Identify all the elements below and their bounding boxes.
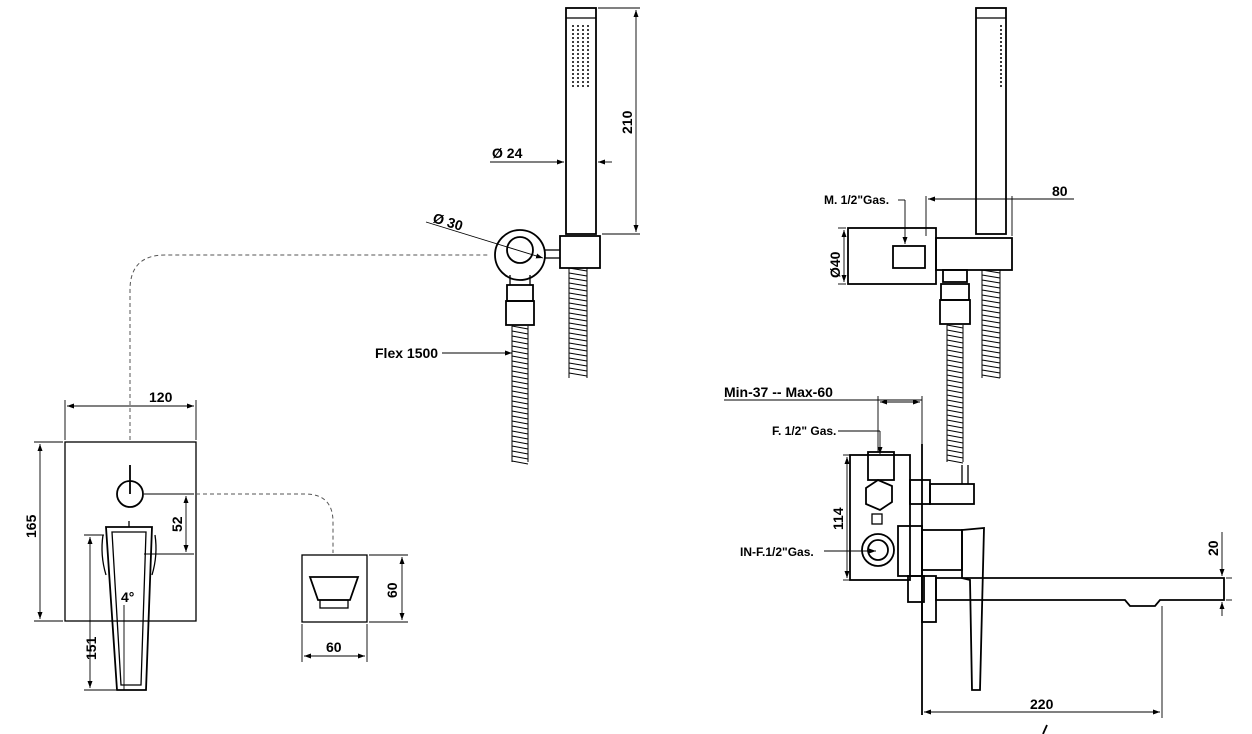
panel-width-label: 120 — [149, 389, 173, 405]
lever-side — [961, 527, 985, 691]
handle-offset-label: 52 — [169, 516, 185, 532]
side-hose-right — [981, 269, 1001, 379]
outlet-plate — [301, 554, 368, 623]
outlet-height-label: 60 — [384, 582, 400, 598]
upper-inlet — [867, 451, 895, 481]
body-height-label: 114 — [830, 507, 846, 530]
holder-connector — [559, 235, 601, 269]
flex-hose-right — [568, 267, 588, 378]
outlet-nozzle — [319, 599, 349, 609]
front-view: 4° 120 165 52 151 — [23, 254, 490, 691]
cartridge-bonnet — [921, 529, 963, 571]
spout — [935, 577, 1225, 607]
outlet-width-label: 60 — [326, 639, 342, 655]
cartridge-clip — [871, 513, 883, 525]
wall-depth-label: Min-37 -- Max-60 — [724, 384, 833, 400]
wall-plate — [64, 441, 197, 622]
bracket-diameter-label: Ø40 — [827, 251, 843, 278]
holder-diameter-label: Ø 30 — [431, 210, 465, 234]
bracket-thread-label: M. 1/2"Gas. — [824, 193, 889, 207]
side-hose-left — [946, 324, 964, 464]
side-hose-nut — [939, 299, 971, 325]
lower-plug — [907, 575, 925, 603]
panel-height-label: 165 — [23, 514, 39, 538]
wall-outlet: 60 60 — [301, 554, 408, 662]
outlet-body — [308, 576, 360, 601]
mixer-body — [849, 454, 911, 581]
inlet-port-inner — [867, 539, 889, 561]
bracket-arm — [935, 237, 1013, 271]
hose-nut-top — [506, 284, 534, 302]
side-nozzles — [1000, 25, 1002, 87]
holder-ring-outer — [494, 229, 546, 281]
spout-length-label: 220 — [1030, 696, 1054, 712]
inlet-port-outer — [861, 533, 895, 567]
flex-hose-left — [511, 325, 529, 465]
diverter-sleeve — [909, 479, 931, 505]
hand-shower-front: Ø 30 Ø 24 210 Flex 1500 — [375, 7, 640, 465]
hose-nut — [505, 300, 535, 326]
diverter-spindle — [929, 483, 975, 505]
hose-route-dashed — [129, 254, 490, 440]
holder-ring-inner — [506, 236, 534, 264]
upper-thread-label: F. 1/2" Gas. — [772, 424, 836, 438]
bracket-thread — [892, 245, 926, 269]
spray-nozzles — [572, 25, 589, 87]
lever-arc-left — [101, 534, 107, 576]
hand-length-label: 210 — [619, 110, 635, 134]
lever-handle — [105, 526, 153, 691]
page-mark — [1042, 724, 1048, 734]
inlet-thread-label: IN-F.1/2"Gas. — [740, 545, 814, 559]
hand-shower-side — [975, 7, 1007, 235]
outlet-route-dashed — [196, 493, 334, 553]
lever-angle-label: 4° — [121, 589, 134, 605]
hand-diameter-label: Ø 24 — [492, 145, 523, 161]
hose-label: Flex 1500 — [375, 345, 438, 361]
hand-shower-body — [565, 7, 597, 235]
lever-arc-right — [151, 534, 157, 576]
lever-inner — [111, 531, 147, 686]
diverter-hex — [865, 478, 893, 512]
side-view: M. 1/2"Gas. 80 Ø40 — [724, 7, 1232, 734]
side-hose-nut-top — [940, 283, 970, 301]
spout-drop-label: 20 — [1205, 540, 1221, 556]
bracket-depth-label: 80 — [1052, 183, 1068, 199]
lever-length-label: 151 — [83, 636, 99, 660]
bracket-outlet — [942, 269, 968, 283]
bracket-plate — [847, 227, 937, 285]
